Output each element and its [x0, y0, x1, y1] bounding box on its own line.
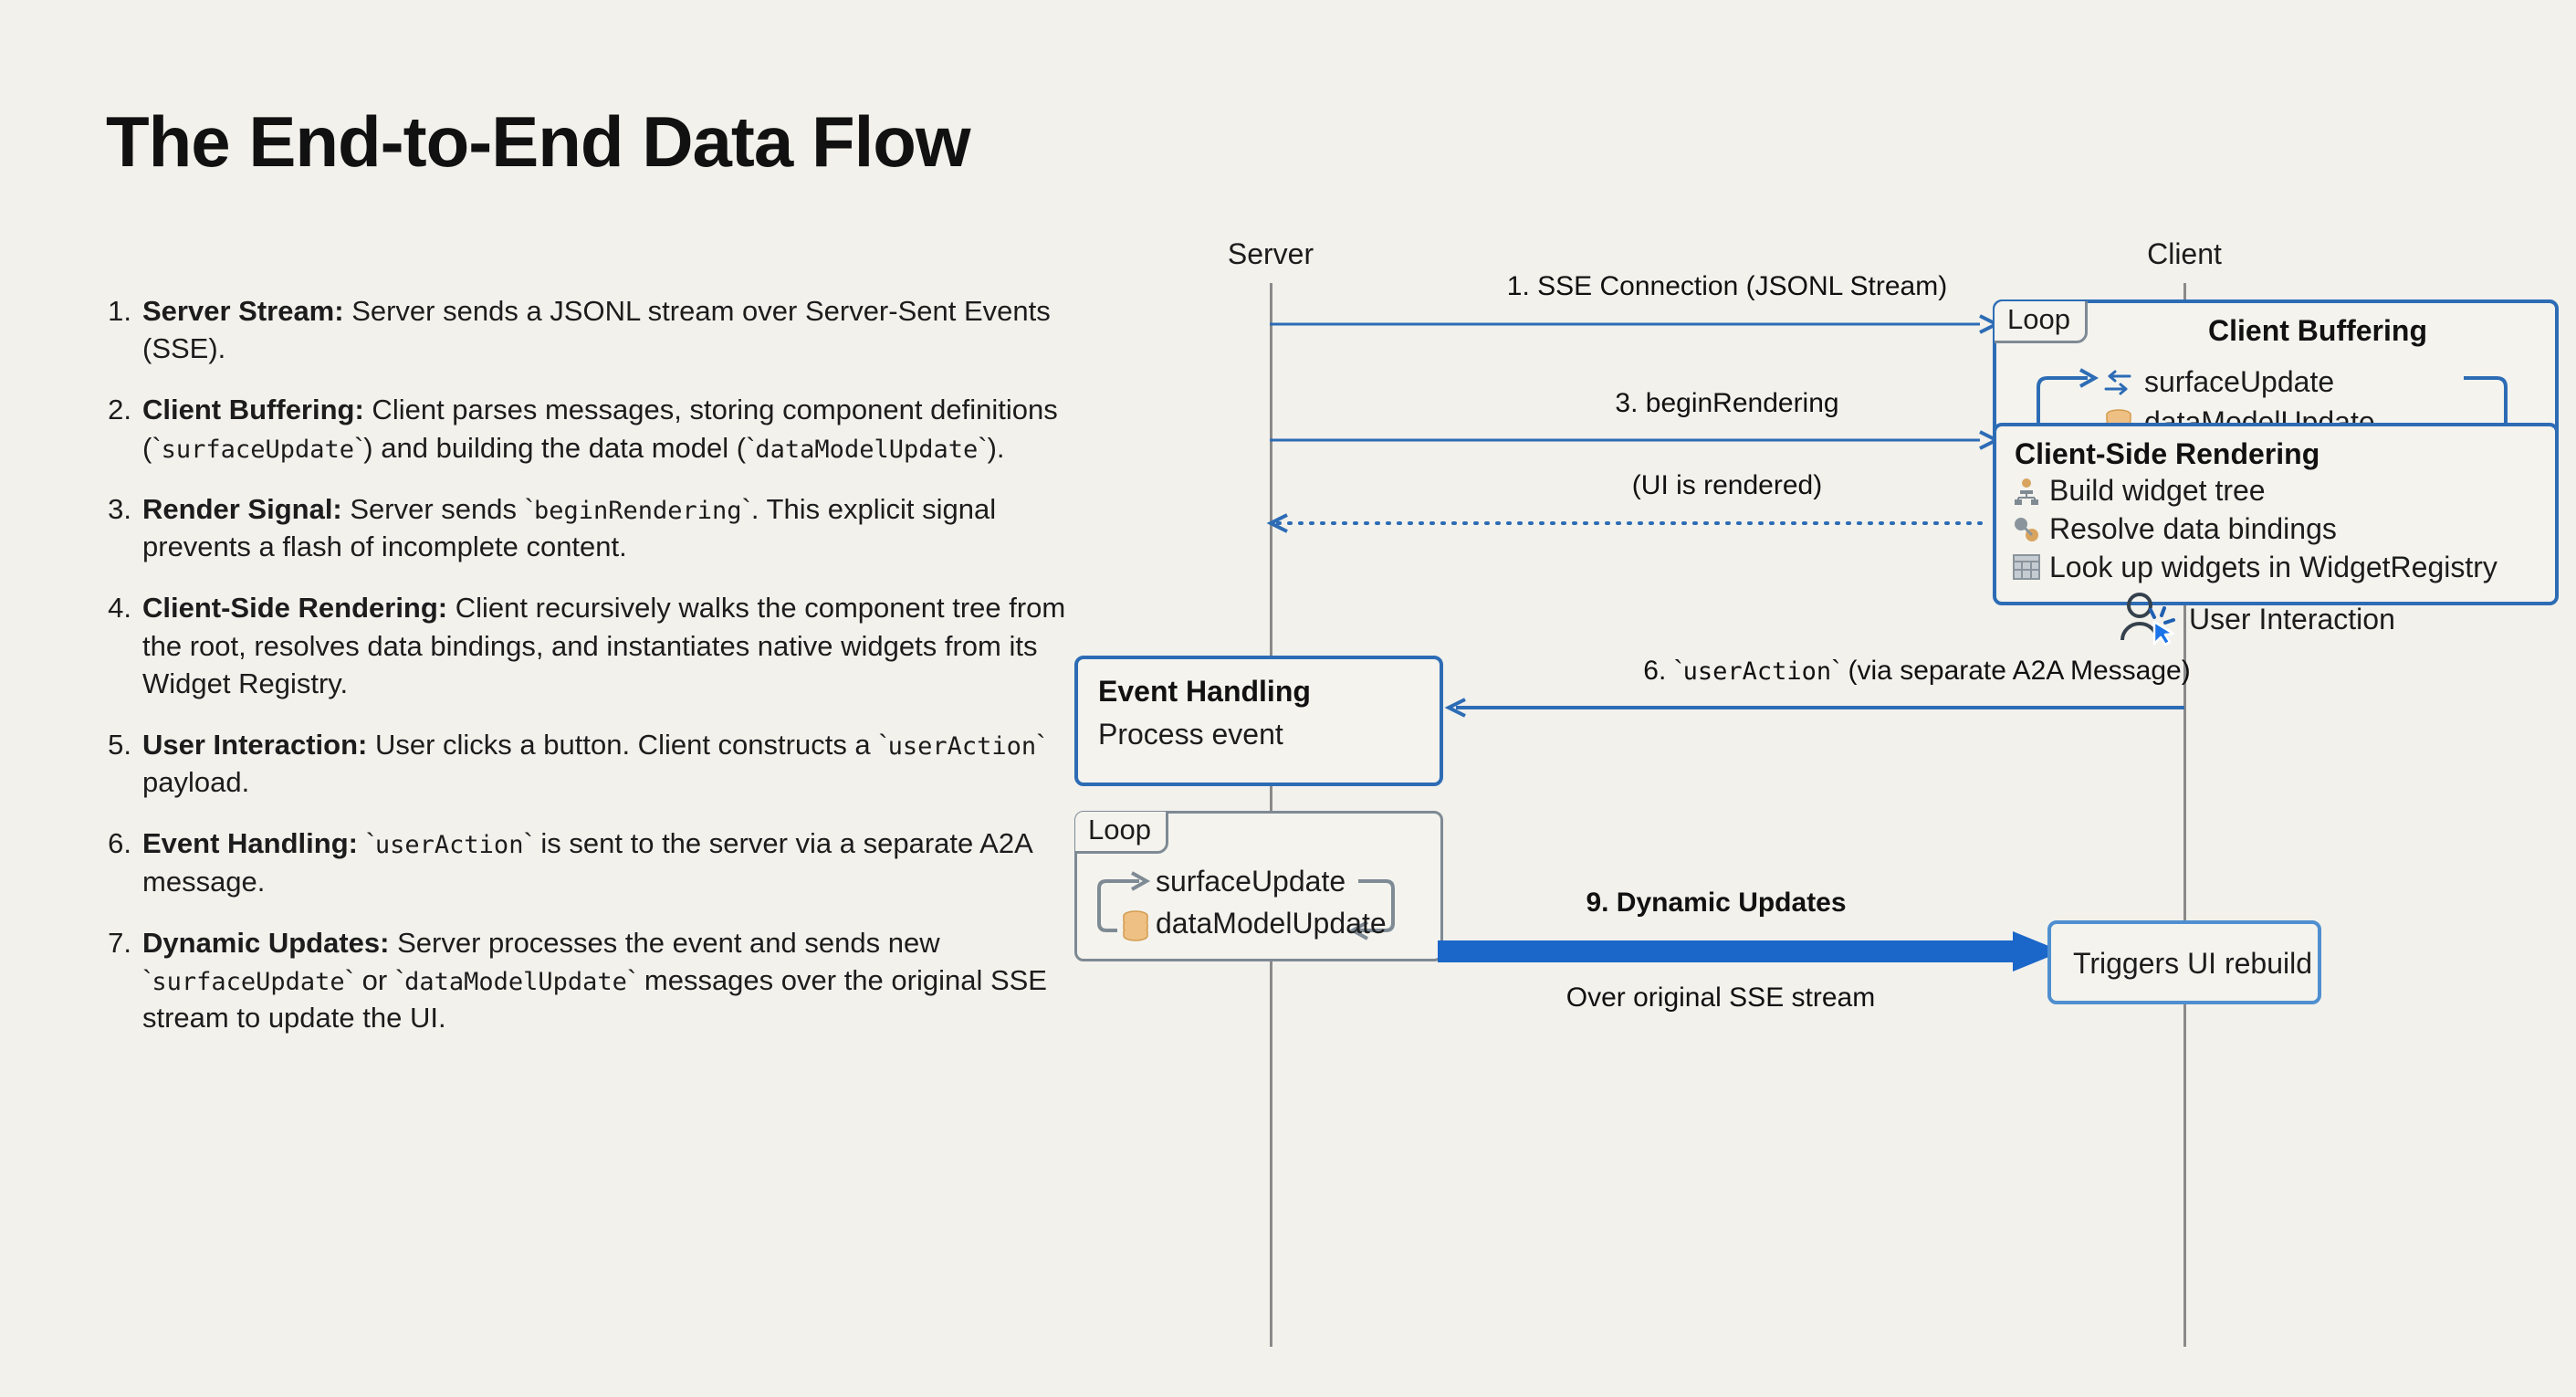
link-icon	[2013, 516, 2040, 543]
step-number: 2.	[108, 394, 131, 426]
client-rendering-box: Client-Side Rendering Build widget tree	[1993, 423, 2559, 605]
server-loop-item-datamodelupdate: dataModelUpdate	[1156, 907, 1387, 940]
arrow-sse-connection	[1270, 314, 2001, 334]
list-item: 7. Dynamic Updates: Server processes the…	[91, 924, 1095, 1037]
list-item: 2. Client Buffering: Client parses messa…	[91, 391, 1095, 466]
event-handling-box: Event Handling Process event	[1074, 656, 1443, 786]
event-handling-subtitle: Process event	[1098, 718, 1283, 751]
arrow-begin-rendering	[1270, 430, 2001, 450]
step-body: Client Buffering: Client parses messages…	[142, 391, 1095, 466]
step-text: Server processes the event and sends new…	[142, 926, 1047, 1035]
sequence-diagram: Server Client 1. SSE Connection (JSONL S…	[1074, 237, 2559, 1388]
step-body: Render Signal: Server sends `beginRender…	[142, 490, 1095, 565]
event-handling-title: Event Handling	[1098, 675, 1311, 708]
actor-label-client: Client	[2147, 237, 2222, 270]
steps-list: 1. Server Stream: Server sends a JSONL s…	[91, 292, 1095, 1061]
step-title: Server Stream:	[142, 295, 344, 327]
loop-tab-server: Loop	[1075, 812, 1168, 854]
tree-icon	[2013, 478, 2040, 505]
message-label-dynamic-updates: 9. Dynamic Updates	[1586, 888, 1847, 918]
step-title: Event Handling:	[142, 827, 358, 860]
step-title: Render Signal:	[142, 492, 342, 525]
message-label-sse-connection: 1. SSE Connection (JSONL Stream)	[1506, 271, 1948, 301]
client-rendering-item-build-tree: Build widget tree	[2049, 474, 2266, 507]
step-text: Client parses messages, storing componen…	[142, 394, 1058, 464]
step-title: Client-Side Rendering:	[142, 592, 448, 625]
list-item: 1. Server Stream: Server sends a JSONL s…	[91, 292, 1095, 367]
step-body: Event Handling: `userAction` is sent to …	[142, 825, 1095, 899]
step-title: Client Buffering:	[142, 394, 364, 426]
step-text: Server sends a JSONL stream over Server-…	[142, 295, 1051, 365]
step-body: Server Stream: Server sends a JSONL stre…	[142, 292, 1095, 367]
step-title: Dynamic Updates:	[142, 926, 390, 959]
message-sublabel-dynamic-updates: Over original SSE stream	[1565, 982, 1876, 1013]
user-interaction-label: User Interaction	[2189, 603, 2395, 635]
page-title: The End-to-End Data Flow	[106, 101, 971, 182]
client-rendering-item-resolve-bindings: Resolve data bindings	[2049, 512, 2337, 545]
list-item: 5. User Interaction: User clicks a butto…	[91, 726, 1095, 801]
user-action-text: 6. `userAction` (via separate A2A Messag…	[1643, 656, 2191, 686]
arrow-user-action	[1444, 698, 2184, 718]
step-number: 1.	[108, 295, 131, 327]
client-buffering-title: Client Buffering	[2208, 314, 2427, 347]
step-number: 4.	[108, 592, 131, 625]
triggers-ui-rebuild-label: Triggers UI rebuild	[2073, 947, 2313, 980]
step-text: User clicks a button. Client constructs …	[142, 728, 1046, 799]
loop-tab-client: Loop	[1995, 301, 2088, 343]
lifeline-client	[2183, 283, 2186, 1347]
step-number: 3.	[108, 492, 131, 525]
step-number: 5.	[108, 728, 131, 761]
arrow-dynamic-updates	[1438, 931, 2062, 972]
step-number: 6.	[108, 827, 131, 860]
message-label-user-action: 6. `userAction` (via separate A2A Messag…	[1643, 656, 2190, 687]
message-label-ui-rendered: (UI is rendered)	[1631, 470, 1823, 500]
actor-label-server: Server	[1227, 237, 1314, 270]
user-click-icon	[2120, 592, 2176, 646]
triggers-ui-rebuild-box: Triggers UI rebuild	[2047, 920, 2321, 1004]
step-title: User Interaction:	[142, 728, 368, 761]
step-text: Server sends `beginRendering`. This expl…	[142, 492, 997, 563]
list-item: 3. Render Signal: Server sends `beginRen…	[91, 490, 1095, 565]
step-body: Client-Side Rendering: Client recursivel…	[142, 589, 1095, 702]
registry-icon	[2013, 554, 2040, 580]
loop-arrows-server	[1097, 871, 1395, 940]
arrow-ui-rendered	[1266, 513, 1992, 533]
client-buffering-item-surfaceupdate: surfaceUpdate	[2144, 365, 2335, 398]
list-item: 6. Event Handling: `userAction` is sent …	[91, 825, 1095, 899]
step-text: `userAction` is sent to the server via a…	[142, 827, 1032, 898]
client-rendering-title: Client-Side Rendering	[2015, 437, 2320, 470]
swap-icon	[2102, 369, 2133, 396]
server-loop-item-surfaceupdate: surfaceUpdate	[1156, 865, 1346, 898]
step-text: Client recursively walks the component t…	[142, 592, 1066, 699]
message-label-begin-rendering: 3. beginRendering	[1615, 388, 1839, 418]
step-body: Dynamic Updates: Server processes the ev…	[142, 924, 1095, 1037]
database-icon	[1121, 910, 1150, 941]
step-number: 7.	[108, 926, 131, 959]
client-rendering-item-widget-registry: Look up widgets in WidgetRegistry	[2049, 551, 2497, 583]
step-body: User Interaction: User clicks a button. …	[142, 726, 1095, 801]
list-item: 4. Client-Side Rendering: Client recursi…	[91, 589, 1095, 702]
server-loop-box: Loop surfaceUpdate dataModelUpdate	[1074, 811, 1443, 961]
